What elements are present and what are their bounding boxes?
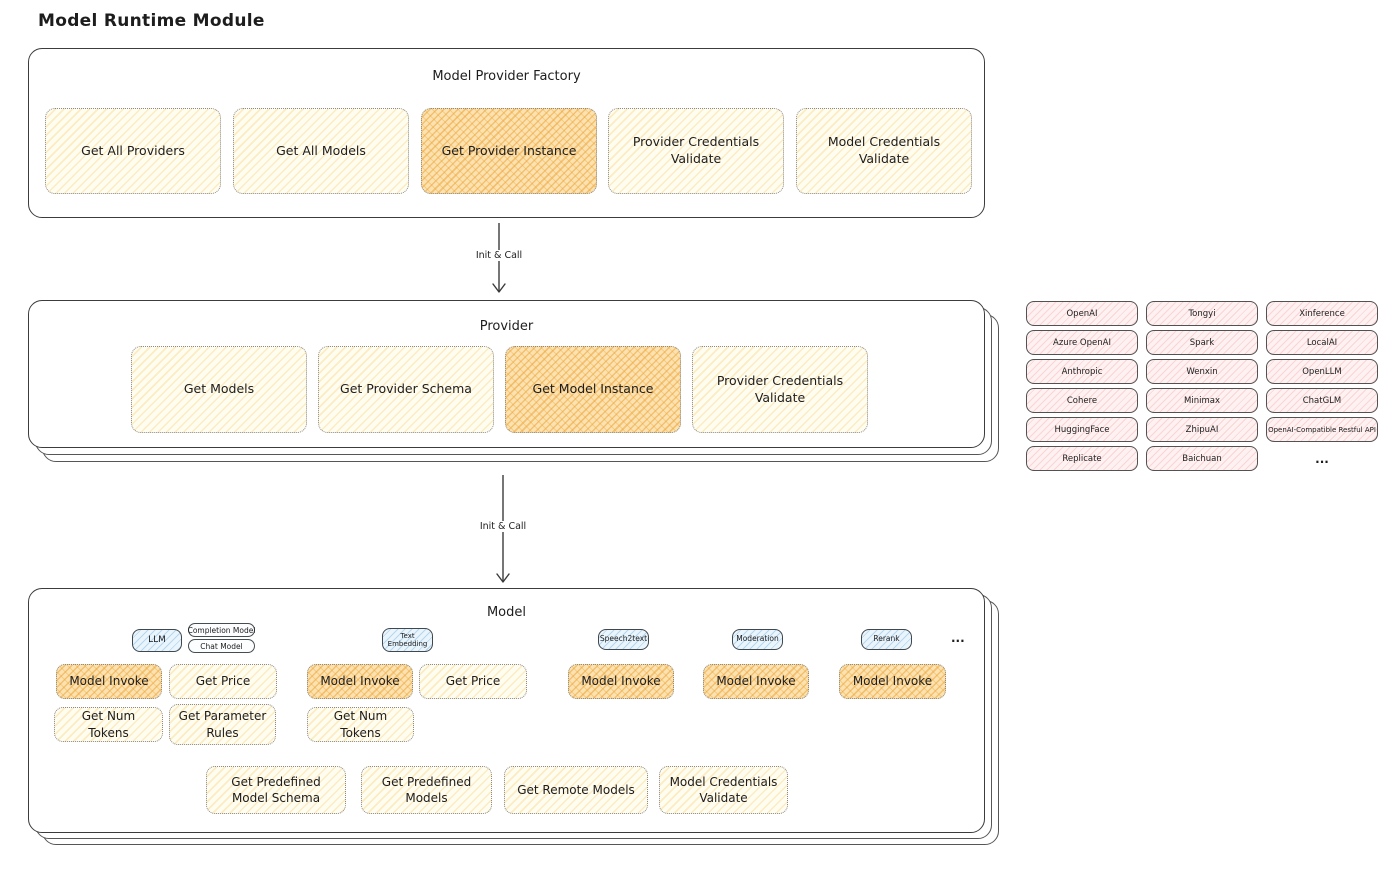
provider-chip-chatglm: ChatGLM: [1266, 388, 1378, 413]
node-get-remote-models: Get Remote Models: [504, 766, 648, 814]
provider-chip-xinference: Xinference: [1266, 301, 1378, 326]
model-tabs-ellipsis: ...: [951, 631, 965, 645]
provider-chip-minimax: Minimax: [1146, 388, 1258, 413]
provider-chip-cohere: Cohere: [1026, 388, 1138, 413]
node-get-provider-instance: Get Provider Instance: [421, 108, 597, 194]
node-get-provider-schema: Get Provider Schema: [318, 346, 494, 433]
provider-chip-huggingface: HuggingFace: [1026, 417, 1138, 442]
provider-chip-zhipuai: ZhipuAI: [1146, 417, 1258, 442]
model-box: Model LLM Completion Model Chat Model Te…: [28, 588, 985, 833]
arrow-factory-to-provider: Init & Call: [454, 223, 544, 293]
arrow-down-icon: [492, 223, 506, 293]
provider-chip-replicate: Replicate: [1026, 446, 1138, 471]
node-get-all-models: Get All Models: [233, 108, 409, 194]
node-get-num-tokens-embedding: Get Num Tokens: [307, 707, 414, 742]
node-model-invoke-embedding: Model Invoke: [307, 664, 413, 699]
node-get-predefined-models: Get Predefined Models: [361, 766, 492, 814]
arrow-label: Init & Call: [475, 521, 531, 532]
provider-chip-grid: OpenAI Tongyi Xinference Azure OpenAI Sp…: [1026, 301, 1378, 471]
tab-text-embedding: Text Embedding: [382, 628, 433, 652]
provider-chip-openai-compatible: OpenAI-Compatible Restful API: [1266, 417, 1378, 442]
tab-rerank: Rerank: [861, 629, 912, 650]
factory-box: Model Provider Factory Get All Providers…: [28, 48, 985, 218]
node-model-invoke-moderation: Model Invoke: [703, 664, 809, 699]
node-get-price-embedding: Get Price: [419, 664, 527, 699]
provider-box-title: Provider: [479, 319, 534, 334]
provider-chip-wenxin: Wenxin: [1146, 359, 1258, 384]
node-get-model-instance: Get Model Instance: [505, 346, 681, 433]
provider-chip-spark: Spark: [1146, 330, 1258, 355]
node-get-price-llm: Get Price: [169, 664, 277, 699]
provider-chip-openllm: OpenLLM: [1266, 359, 1378, 384]
node-get-all-providers: Get All Providers: [45, 108, 221, 194]
node-get-parameter-rules: Get Parameter Rules: [169, 704, 276, 745]
node-model-credentials-validate: Model Credentials Validate: [796, 108, 972, 194]
factory-box-title: Model Provider Factory: [432, 69, 581, 84]
provider-chip-anthropic: Anthropic: [1026, 359, 1138, 384]
tab-moderation: Moderation: [732, 629, 783, 650]
provider-chip-baichuan: Baichuan: [1146, 446, 1258, 471]
node-get-models: Get Models: [131, 346, 307, 433]
provider-chip-openai: OpenAI: [1026, 301, 1138, 326]
node-get-predefined-model-schema: Get Predefined Model Schema: [206, 766, 346, 814]
tab-completion-model: Completion Model: [188, 623, 255, 637]
node-provider-credentials-validate: Provider Credentials Validate: [608, 108, 784, 194]
tab-speech2text: Speech2text: [598, 629, 649, 650]
provider-chip-localai: LocalAI: [1266, 330, 1378, 355]
node-get-num-tokens-llm: Get Num Tokens: [54, 707, 163, 742]
node-model-invoke-speech2text: Model Invoke: [568, 664, 674, 699]
node-model-invoke-rerank: Model Invoke: [839, 664, 946, 699]
model-box-title: Model: [486, 605, 527, 620]
page-title: Model Runtime Module: [38, 11, 265, 31]
provider-chip-tongyi: Tongyi: [1146, 301, 1258, 326]
node-model-credentials-validate-2: Model Credentials Validate: [659, 766, 788, 814]
tab-chat-model: Chat Model: [188, 639, 255, 653]
provider-chip-azure-openai: Azure OpenAI: [1026, 330, 1138, 355]
arrow-label: Init & Call: [471, 250, 527, 261]
provider-list-ellipsis: ...: [1315, 451, 1329, 466]
node-provider-credentials-validate-2: Provider Credentials Validate: [692, 346, 868, 433]
arrow-provider-to-model: Init & Call: [458, 475, 548, 583]
provider-box: Provider Get Models Get Provider Schema …: [28, 300, 985, 448]
arrow-down-icon: [496, 475, 510, 583]
tab-llm: LLM: [132, 629, 182, 652]
node-model-invoke-llm: Model Invoke: [56, 664, 162, 699]
